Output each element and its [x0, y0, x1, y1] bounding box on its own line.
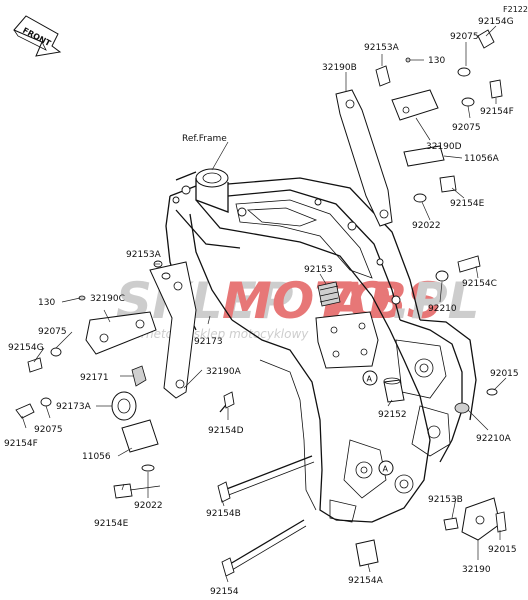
label-32190D: 32190D	[426, 142, 462, 152]
part-labels: Ref.Frame 92154G 92075 92153A 130 32190B…	[4, 17, 519, 597]
label-92075-top: 92075	[450, 32, 479, 42]
marker-a-2: A	[383, 465, 389, 474]
marker-a-1: A	[367, 375, 373, 384]
label-130-left: 130	[38, 298, 55, 308]
leader-lines	[21, 25, 507, 583]
label-92075-left: 92075	[38, 327, 67, 337]
label-92015-top: 92015	[490, 369, 519, 379]
label-92154E-top: 92154E	[450, 199, 485, 209]
label-92153: 92153	[304, 265, 333, 275]
label-11056A: 11056A	[464, 154, 500, 164]
label-92154C: 92154C	[462, 279, 497, 289]
label-92154D: 92154D	[208, 426, 244, 436]
label-92153B: 92153B	[428, 495, 463, 505]
label-32190: 32190	[462, 565, 491, 575]
label-92210: 92210	[428, 304, 457, 314]
long-bolts	[217, 391, 315, 577]
label-92022-top: 92022	[412, 221, 441, 231]
marker-a-group: A A	[362, 370, 394, 476]
watermark: SKLEP MOTO ABS .PL internetowy sklep mot…	[116, 272, 480, 341]
label-92154E-left: 92154E	[94, 519, 129, 529]
label-92154F-top: 92154F	[480, 107, 514, 117]
label-32190C: 32190C	[90, 294, 125, 304]
label-32190A: 32190A	[206, 367, 242, 377]
label-92171: 92171	[80, 373, 109, 383]
watermark-part-d: .PL	[392, 272, 480, 330]
left-bracket-assembly	[15, 260, 197, 499]
label-92154F-left: 92154F	[4, 439, 38, 449]
top-right-hanger-assembly	[335, 29, 503, 227]
label-92173A: 92173A	[56, 402, 92, 412]
label-92153A-top: 92153A	[364, 43, 400, 53]
label-92022-left: 92022	[134, 501, 163, 511]
label-92210A: 92210A	[476, 434, 512, 444]
label-92154: 92154	[210, 587, 239, 597]
label-92075-left2: 92075	[34, 425, 63, 435]
front-arrow: FRONT	[13, 15, 62, 57]
label-92154G-top: 92154G	[478, 17, 514, 27]
right-side-parts	[317, 255, 507, 567]
label-32190B: 32190B	[322, 63, 357, 73]
label-130-top: 130	[428, 56, 445, 66]
label-92153A-left: 92153A	[126, 250, 162, 260]
label-92075-top2: 92075	[452, 123, 481, 133]
label-92173: 92173	[194, 337, 223, 347]
label-92154A: 92154A	[348, 576, 384, 586]
watermark-subtitle: internetowy sklep motocyklowy	[118, 327, 309, 341]
label-92154B: 92154B	[206, 509, 241, 519]
label-92015-bot: 92015	[488, 545, 517, 555]
label-92152: 92152	[378, 410, 407, 420]
diagram-code: F2122	[503, 5, 528, 14]
label-11056: 11056	[82, 452, 111, 462]
label-92154G-left: 92154G	[8, 343, 44, 353]
label-ref-frame: Ref.Frame	[182, 134, 227, 144]
main-frame	[165, 168, 477, 523]
